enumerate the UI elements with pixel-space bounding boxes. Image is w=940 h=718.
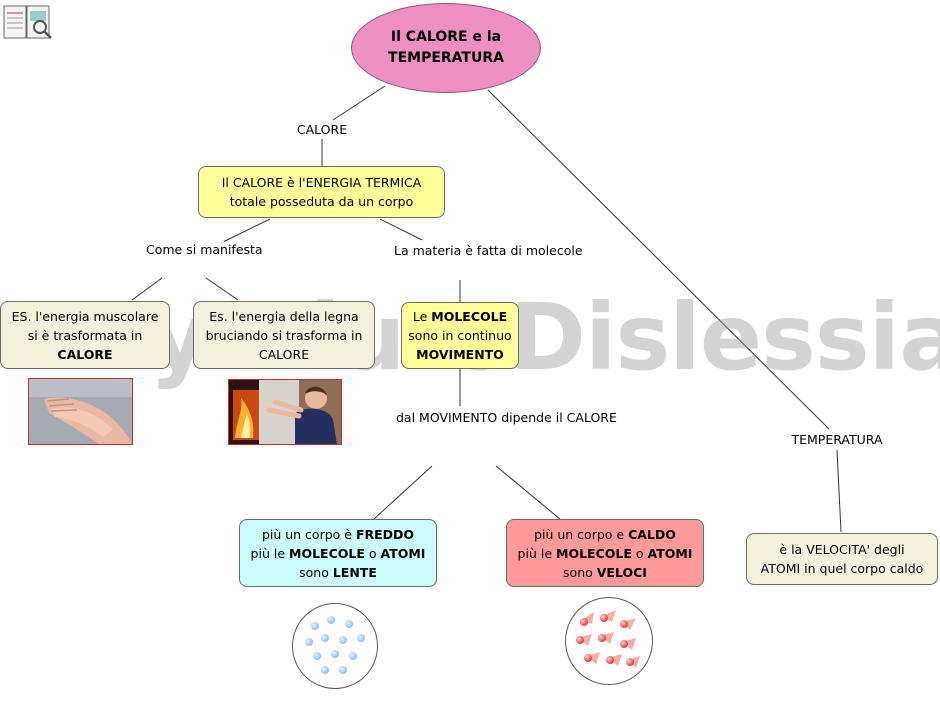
molecule-dot	[321, 666, 329, 674]
molecule-dot	[313, 652, 321, 660]
caldo-line1: più un corpo e CALDO	[518, 525, 693, 544]
edge-comesi-muscolare	[131, 277, 163, 301]
freddo-text3: o	[364, 545, 381, 561]
muscolare-line3: CALORE	[57, 346, 113, 362]
freddo-line3: sono LENTE	[251, 563, 426, 582]
velocita-line2: ATOMI in quel corpo caldo	[760, 561, 924, 576]
freddo-line2: più le MOLECOLE o ATOMI	[251, 544, 426, 563]
molecule-dot	[580, 618, 588, 626]
node-freddo: più un corpo è FREDDO più le MOLECOLE o …	[239, 519, 437, 587]
molecule-dot	[305, 638, 313, 646]
molecule-dot	[339, 666, 347, 674]
edge-root-temperatura	[487, 89, 830, 430]
label-temperatura: TEMPERATURA	[782, 430, 892, 449]
hands-photo	[28, 378, 133, 445]
come-si-line1: Come si	[146, 242, 197, 257]
molecole-line1a: Le	[412, 309, 432, 324]
caldo-text1: più un corpo e	[534, 526, 629, 542]
molecule-dot	[600, 614, 608, 622]
edge-root-calore	[332, 85, 386, 121]
edge-energia-comesi	[220, 218, 271, 244]
molecule-dot	[606, 656, 614, 664]
materia-line2: di molecole	[510, 243, 583, 258]
fireplace-photo	[228, 379, 342, 445]
freddo-bold3: ATOMI	[380, 545, 426, 561]
node-energia-termica: Il CALORE è l'ENERGIA TERMICA totale pos…	[198, 166, 445, 218]
label-calore: CALORE	[286, 120, 358, 139]
node-molecole: Le MOLECOLE sono in continuo MOVIMENTO	[401, 302, 519, 369]
molecule-dot	[620, 640, 628, 648]
molecule-dot	[349, 652, 357, 660]
molecole-line2: sono in continuo	[408, 328, 512, 343]
muscolare-line1: ES. l'energia muscolare	[11, 308, 159, 324]
molecule-dot	[357, 634, 365, 642]
molecole-line1: Le MOLECOLE	[408, 307, 511, 326]
root-line1: Il CALORE	[390, 29, 468, 45]
book-logo-icon	[3, 3, 53, 41]
molecule-dot	[620, 620, 628, 628]
freddo-text2: più le	[250, 545, 289, 561]
legna-line2: bruciando si trasforma in	[205, 327, 363, 343]
label-materia: La materia è fatta di molecole	[394, 241, 583, 260]
velocita-line1: è la VELOCITA' degli	[779, 542, 905, 557]
freddo-text4: sono	[299, 564, 333, 580]
molecule-dot	[327, 616, 335, 624]
edge-energia-materia	[379, 218, 423, 241]
slow-molecules-image	[292, 603, 378, 689]
energia-line1: Il CALORE è l'ENERGIA TERMICA	[221, 175, 422, 190]
legna-line3: CALORE	[258, 346, 310, 362]
edge-dal-caldo	[495, 465, 561, 520]
materia-line1: La materia è fatta	[394, 243, 507, 258]
caldo-text4: sono	[563, 564, 597, 580]
root-node: Il CALORE e la TEMPERATURA	[351, 3, 541, 93]
caldo-bold3: ATOMI	[647, 545, 693, 561]
freddo-bold2: MOLECOLE	[289, 545, 365, 561]
caldo-line3: sono VELOCI	[518, 563, 693, 582]
molecule-dot	[321, 634, 329, 642]
molecole-line3: MOVIMENTO	[416, 347, 504, 362]
edge-temperatura-velocita	[836, 449, 842, 533]
fast-molecules-image	[565, 597, 653, 685]
come-si-line2: manifesta	[200, 242, 263, 257]
molecule-dot	[598, 634, 606, 642]
caldo-bold1: CALDO	[628, 526, 676, 542]
caldo-bold4: VELOCI	[596, 564, 647, 580]
molecole-line1b: MOLECOLE	[431, 309, 508, 324]
edge-comesi-legna	[205, 277, 239, 301]
freddo-line1: più un corpo è FREDDO	[251, 525, 426, 544]
node-energia-muscolare: ES. l'energia muscolare si è trasformata…	[0, 301, 170, 369]
caldo-text3: o	[631, 545, 648, 561]
caldo-line2: più le MOLECOLE o ATOMI	[518, 544, 693, 563]
muscolare-line2: si è trasformata in	[27, 327, 143, 343]
molecule-dot	[576, 636, 584, 644]
caldo-text2: più le	[517, 545, 556, 561]
molecule-dot	[311, 622, 319, 630]
label-dal-movimento: dal MOVIMENTO dipende il CALORE	[396, 408, 617, 427]
legna-line1: Es. l'energia della legna	[209, 308, 359, 324]
energia-line2: totale posseduta da un corpo	[229, 194, 414, 209]
dal-line3: CALORE	[566, 410, 617, 425]
molecule-dot	[345, 620, 353, 628]
molecule-dot	[331, 650, 339, 658]
label-come-si: Come si manifesta	[146, 240, 263, 259]
edge-dal-freddo	[373, 465, 433, 520]
freddo-bold4: LENTE	[332, 564, 377, 580]
root-line2: e la TEMPERATURA	[388, 29, 504, 66]
freddo-bold1: FREDDO	[355, 526, 415, 542]
freddo-text1: più un corpo è	[261, 526, 356, 542]
molecule-dot	[339, 636, 347, 644]
dal-line2: dipende il	[501, 410, 563, 425]
molecule-dot	[584, 654, 592, 662]
node-velocita: è la VELOCITA' degli ATOMI in quel corpo…	[746, 533, 938, 585]
dal-line1: dal MOVIMENTO	[396, 410, 498, 425]
node-energia-legna: Es. l'energia della legna bruciando si t…	[193, 301, 375, 369]
node-caldo: più un corpo e CALDO più le MOLECOLE o A…	[506, 519, 704, 587]
molecule-dot	[626, 658, 634, 666]
caldo-bold2: MOLECOLE	[556, 545, 632, 561]
